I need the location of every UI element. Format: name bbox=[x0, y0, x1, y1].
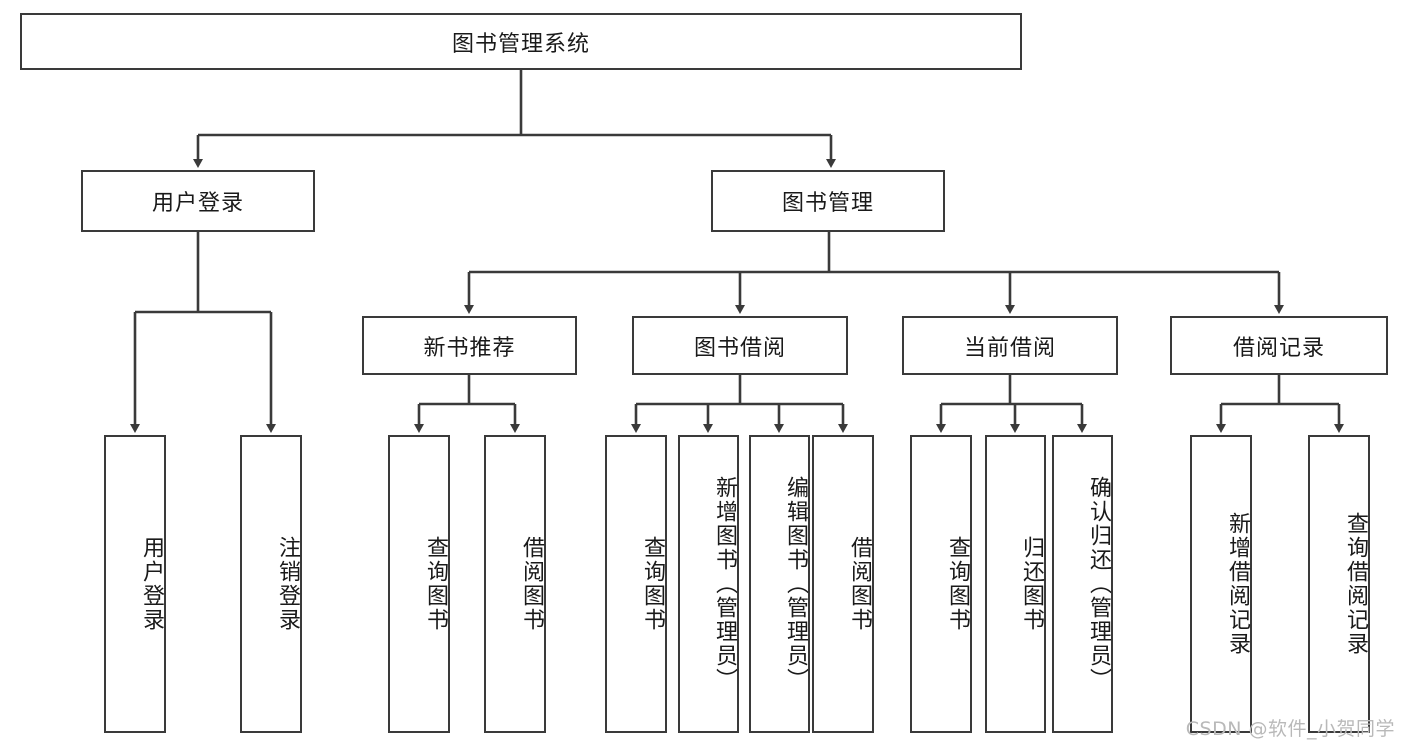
connector-root-to-level2 bbox=[193, 70, 836, 168]
node-leaf-add-book-admin-label: 新增图书（管理员） bbox=[712, 476, 737, 692]
node-borrow-record[interactable]: 借阅记录 bbox=[1170, 316, 1388, 375]
node-user-login-label: 用户登录 bbox=[151, 191, 244, 216]
node-leaf-borrow-book-1-label: 借阅图书 bbox=[519, 536, 544, 632]
node-leaf-add-borrow-record[interactable]: 新增借阅记录 bbox=[1190, 435, 1252, 733]
node-user-login[interactable]: 用户登录 bbox=[81, 170, 315, 232]
node-book-borrow-label: 图书借阅 bbox=[693, 335, 786, 361]
node-book-borrow[interactable]: 图书借阅 bbox=[632, 316, 848, 375]
node-new-book-recommend[interactable]: 新书推荐 bbox=[362, 316, 577, 375]
node-root-label: 图书管理系统 bbox=[451, 31, 590, 57]
node-leaf-borrow-book-2[interactable]: 借阅图书 bbox=[812, 435, 874, 733]
node-leaf-edit-book-admin-label: 编辑图书（管理员） bbox=[783, 476, 808, 692]
node-leaf-query-book-3-label: 查询图书 bbox=[945, 536, 970, 632]
node-leaf-query-borrow-record-label: 查询借阅记录 bbox=[1343, 512, 1368, 656]
node-leaf-logout-login[interactable]: 注销登录 bbox=[240, 435, 302, 733]
node-current-borrow-label: 当前借阅 bbox=[963, 335, 1056, 361]
connector-book-borrow-to-leaves bbox=[631, 375, 848, 433]
node-root[interactable]: 图书管理系统 bbox=[20, 13, 1022, 70]
node-leaf-query-book-2[interactable]: 查询图书 bbox=[605, 435, 667, 733]
node-leaf-query-borrow-record[interactable]: 查询借阅记录 bbox=[1308, 435, 1370, 733]
connector-user-login-to-leaves bbox=[130, 232, 276, 433]
node-leaf-return-book-label: 归还图书 bbox=[1019, 536, 1044, 632]
connector-new-book-recommend-to-leaves bbox=[414, 375, 520, 433]
node-current-borrow[interactable]: 当前借阅 bbox=[902, 316, 1118, 375]
node-leaf-logout-login-label: 注销登录 bbox=[275, 536, 300, 632]
node-book-management-label: 图书管理 bbox=[781, 191, 874, 216]
node-leaf-add-borrow-record-label: 新增借阅记录 bbox=[1225, 512, 1250, 656]
node-leaf-query-book-2-label: 查询图书 bbox=[640, 536, 665, 632]
connector-book-management-to-level3 bbox=[464, 232, 1284, 314]
node-leaf-confirm-return-admin[interactable]: 确认归还（管理员） bbox=[1052, 435, 1113, 733]
node-leaf-borrow-book-1[interactable]: 借阅图书 bbox=[484, 435, 546, 733]
node-leaf-add-book-admin[interactable]: 新增图书（管理员） bbox=[678, 435, 739, 733]
node-leaf-query-book-3[interactable]: 查询图书 bbox=[910, 435, 972, 733]
node-new-book-recommend-label: 新书推荐 bbox=[423, 335, 516, 361]
node-book-management[interactable]: 图书管理 bbox=[711, 170, 945, 232]
node-leaf-borrow-book-2-label: 借阅图书 bbox=[847, 536, 872, 632]
watermark: CSDN @软件_小贺同学 bbox=[1185, 718, 1395, 740]
node-leaf-query-book-1-label: 查询图书 bbox=[423, 536, 448, 632]
node-leaf-edit-book-admin[interactable]: 编辑图书（管理员） bbox=[749, 435, 810, 733]
node-leaf-return-book[interactable]: 归还图书 bbox=[985, 435, 1046, 733]
node-leaf-user-login[interactable]: 用户登录 bbox=[104, 435, 166, 733]
connector-borrow-record-to-leaves bbox=[1216, 375, 1344, 433]
node-borrow-record-label: 借阅记录 bbox=[1232, 335, 1325, 361]
node-leaf-query-book-1[interactable]: 查询图书 bbox=[388, 435, 450, 733]
connector-current-borrow-to-leaves bbox=[936, 375, 1087, 433]
node-leaf-user-login-label: 用户登录 bbox=[139, 536, 164, 632]
node-leaf-confirm-return-admin-label: 确认归还（管理员） bbox=[1086, 476, 1111, 692]
